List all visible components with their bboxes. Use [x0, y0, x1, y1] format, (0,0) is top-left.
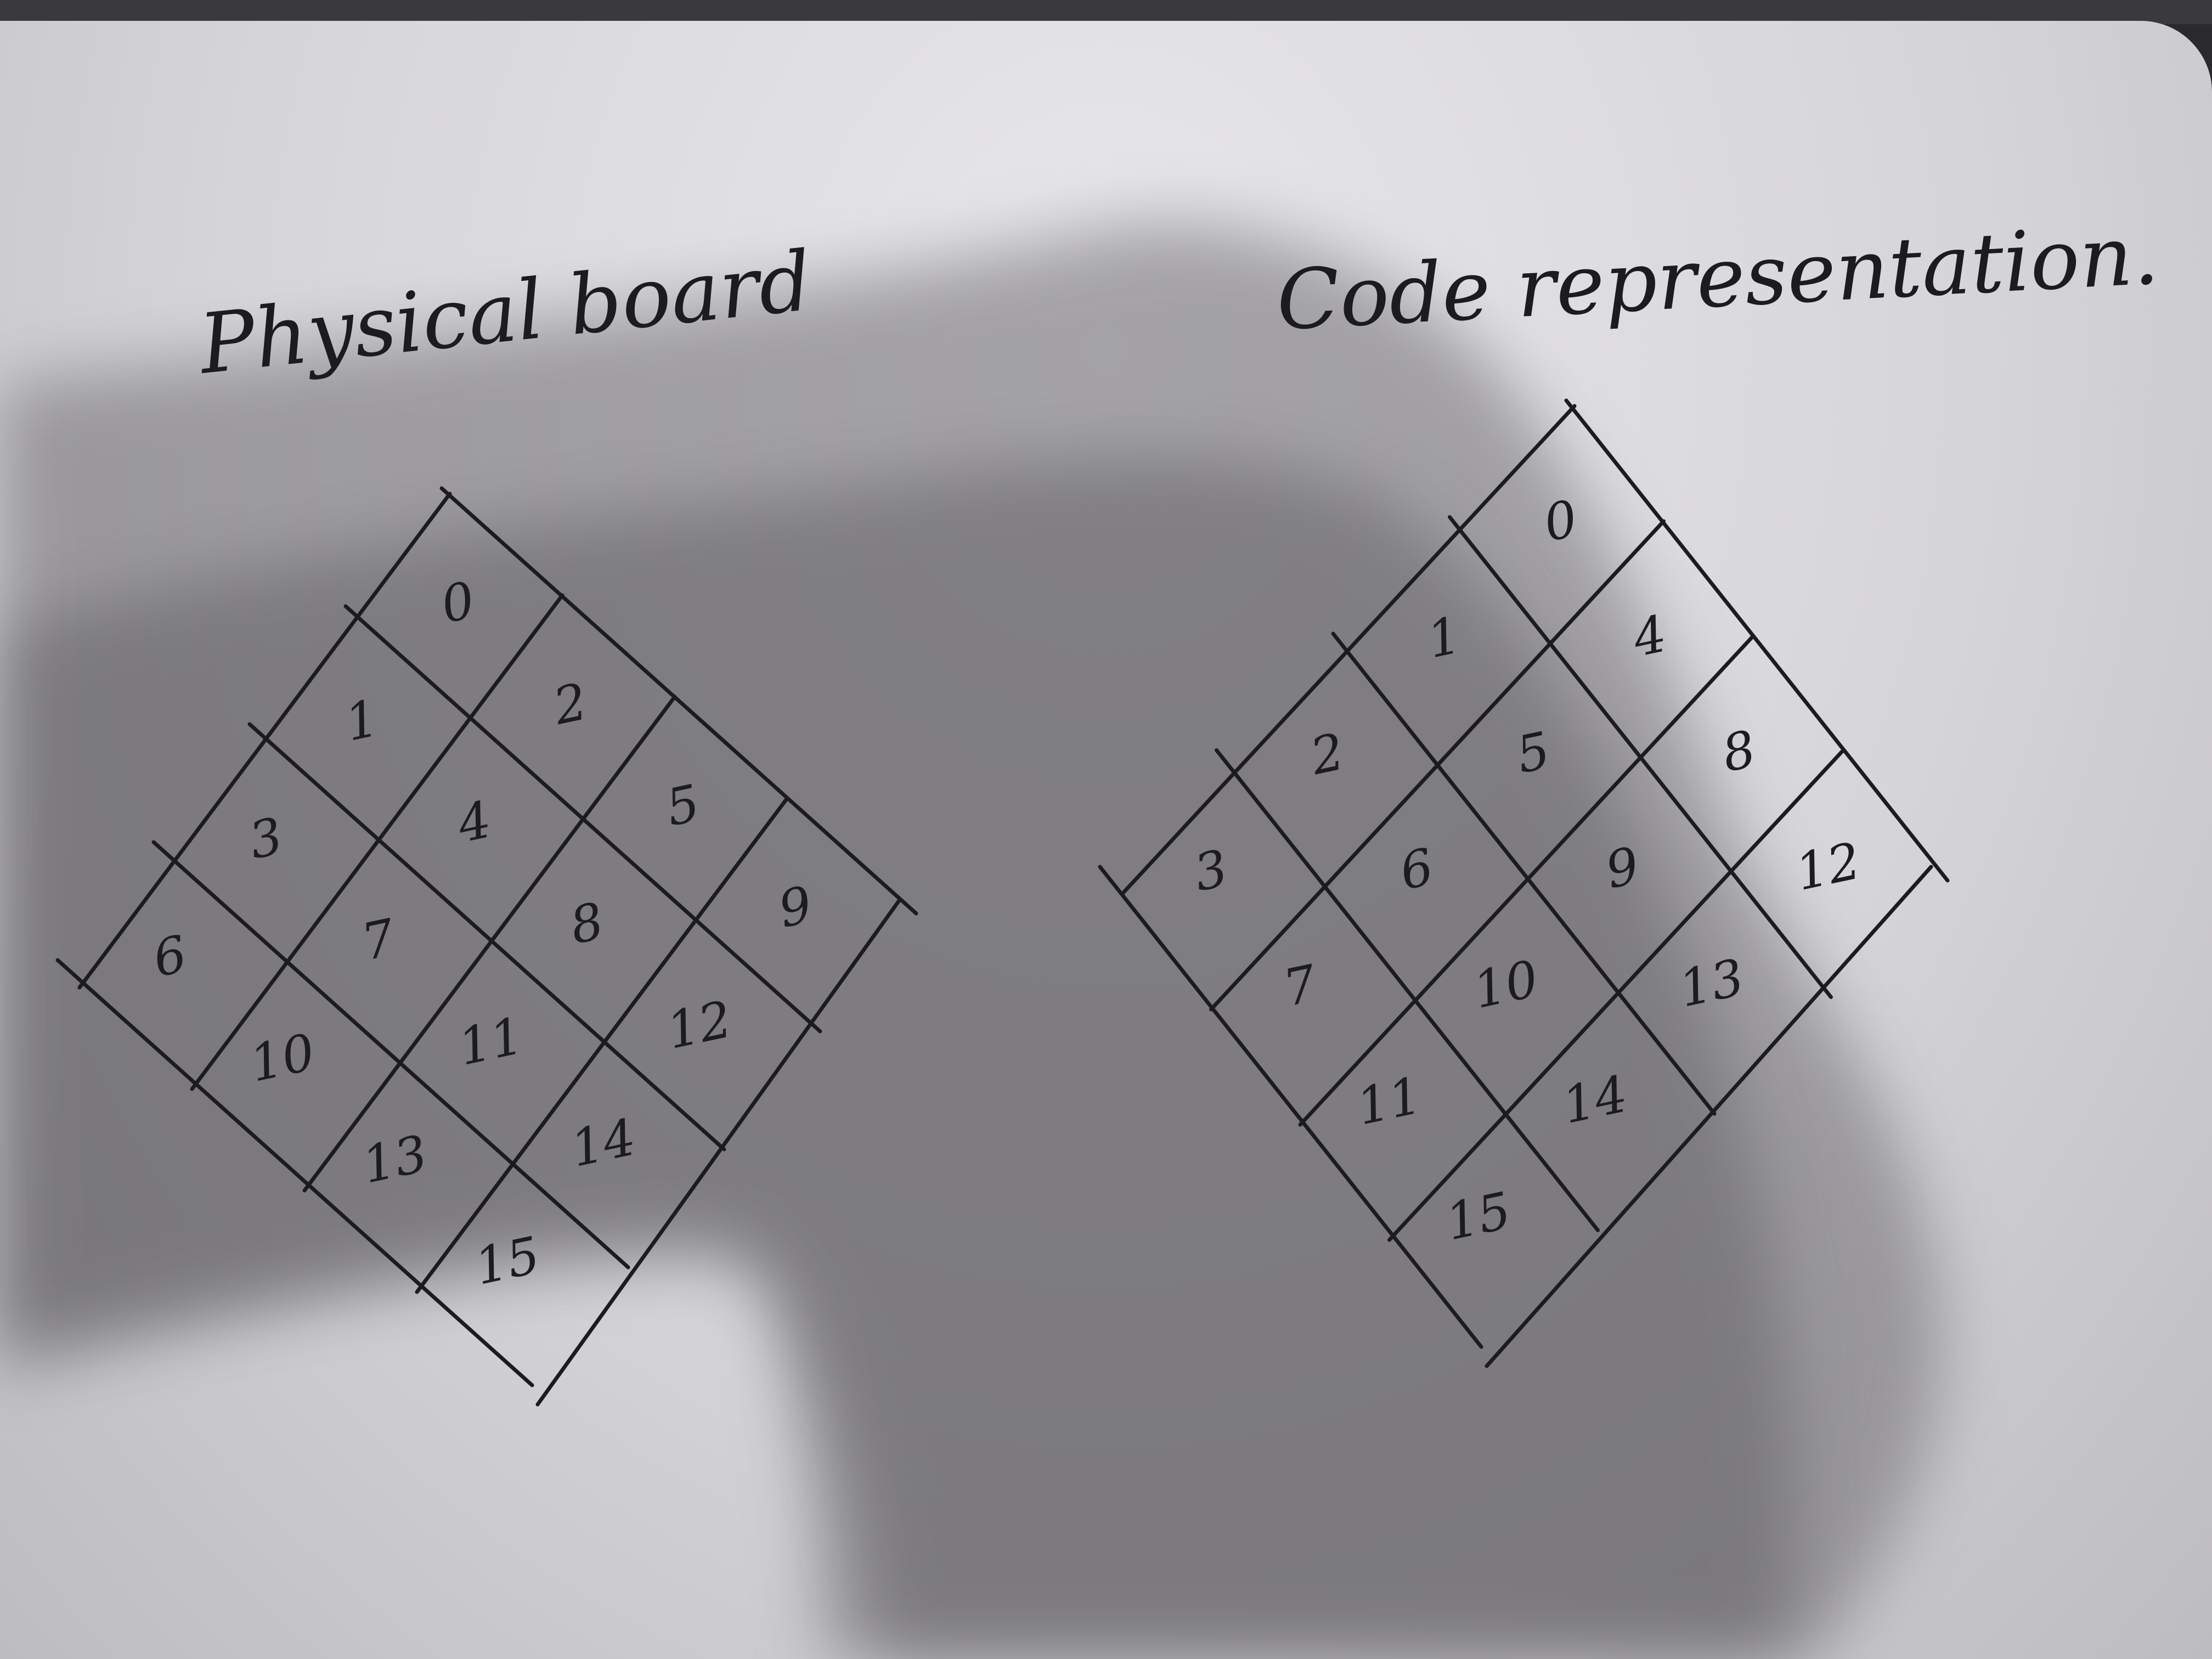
right-board-grid-line-b2: [1331, 631, 1717, 1116]
right-board-cell-label: 13: [1674, 948, 1749, 1019]
left-board-cell-label: 5: [661, 774, 705, 838]
right-board-grid-line-b0: [1564, 398, 1950, 883]
left-board-grid-line-a0: [77, 492, 452, 990]
left-board-cell-label: 6: [148, 924, 192, 989]
right-board-title: Code representation.: [1274, 207, 2161, 349]
left-board-cell-label: 4: [452, 790, 496, 854]
left-board-grid-line-a4: [535, 898, 902, 1407]
left-board-cell-label: 12: [662, 990, 737, 1060]
right-board-cell-label: 5: [1511, 721, 1555, 785]
dark-background-edge: [0, 0, 2212, 24]
right-board-cell-label: 11: [1352, 1066, 1427, 1137]
left-board-cell-label: 7: [357, 908, 400, 972]
right-board-grid-line-b3: [1215, 748, 1600, 1232]
right-board-cell-label: 6: [1395, 837, 1438, 901]
right-board-cell-label: 12: [1791, 831, 1866, 902]
left-board-cell-label: 15: [470, 1226, 545, 1296]
right-board-cell-label: 7: [1278, 954, 1322, 1018]
right-board-grid-line-a4: [1485, 865, 1933, 1368]
left-board-grid-line-a1: [190, 593, 565, 1091]
left-board-grid-line-b4: [55, 958, 534, 1387]
right-board-cell-label: 4: [1627, 604, 1671, 668]
left-board-grid-line-a2: [302, 695, 677, 1193]
right-board-cell-label: 1: [1422, 606, 1466, 670]
right-board-grid-line-a2: [1298, 634, 1755, 1127]
left-board-cell-label: 3: [244, 806, 288, 871]
right-board-cell-label: 8: [1717, 719, 1761, 783]
right-board-grid-line-b4: [1098, 865, 1483, 1349]
left-board-grid-line-b3: [151, 840, 630, 1269]
left-board-grid-line-b2: [247, 722, 726, 1152]
left-board-cell-label: 11: [453, 1006, 528, 1077]
left-board-cell-label: 9: [774, 875, 817, 939]
left-board-grid-line-a3: [415, 796, 789, 1294]
left-board-cell-label: 2: [548, 672, 592, 736]
right-board-cell-label: 10: [1468, 949, 1543, 1020]
left-board-cell-label: 13: [357, 1124, 432, 1195]
left-board-cell-label: 14: [566, 1108, 641, 1178]
left-board-cell-label: 1: [340, 689, 384, 753]
left-board-cell-label: 10: [245, 1023, 320, 1093]
right-board-cell-label: 15: [1441, 1181, 1516, 1252]
right-board-grid-line-a3: [1387, 749, 1844, 1242]
left-board-cell-label: 0: [436, 571, 480, 635]
left-board-grid-line-b0: [439, 486, 918, 916]
right-board-cell-label: 9: [1600, 836, 1644, 900]
left-board-title: Physical board: [194, 234, 816, 393]
right-board-cell-label: 2: [1305, 722, 1349, 786]
right-board-cell-label: 0: [1539, 489, 1583, 553]
right-board-cell-label: 3: [1189, 839, 1233, 903]
right-board-cell-label: 14: [1558, 1064, 1633, 1135]
left-board-cell-label: 8: [565, 891, 609, 956]
